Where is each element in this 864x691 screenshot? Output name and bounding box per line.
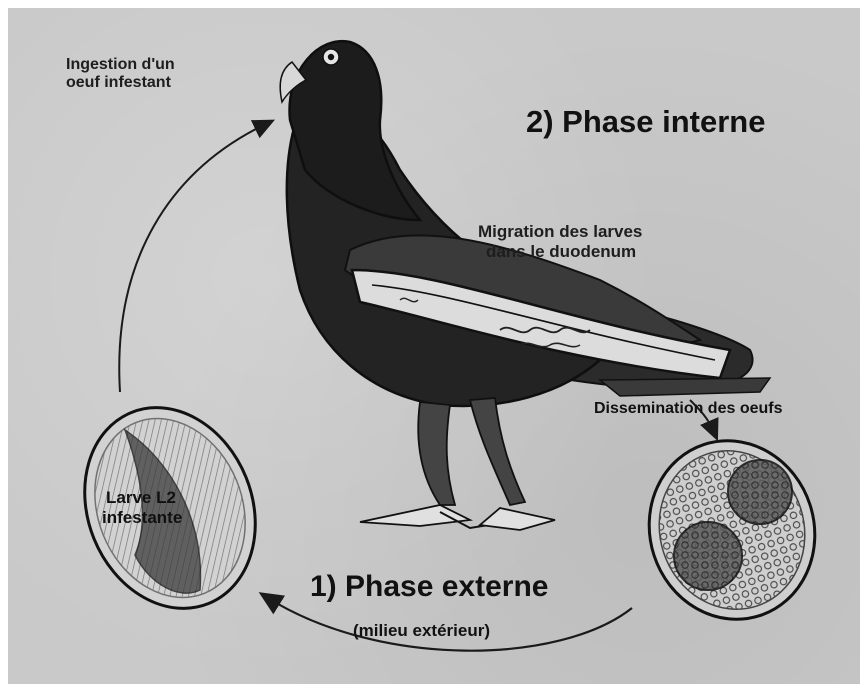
ingestion-arrow <box>119 124 266 392</box>
dissemination-label: Dissemination des oeufs <box>594 400 783 418</box>
phase-externe-title: 1) Phase externe <box>310 570 548 605</box>
milieu-exterieur-label: (milieu extérieur) <box>353 621 490 641</box>
larve-label: Larve L2 infestante <box>102 488 182 527</box>
migration-label-line-1: Migration des larves <box>478 222 642 242</box>
ingestion-label-line-1: Ingestion d'un <box>66 56 175 74</box>
ingestion-label: Ingestion d'un oeuf infestant <box>66 56 175 93</box>
migration-label: Migration des larves dans le duodenum <box>478 222 642 261</box>
phase-interne-title: 2) Phase interne <box>526 104 765 140</box>
larve-label-line-2: infestante <box>102 508 182 528</box>
eggs-illustration <box>626 419 838 641</box>
migration-label-line-2: dans le duodenum <box>478 242 642 262</box>
ingestion-label-line-2: oeuf infestant <box>66 74 175 92</box>
larve-label-line-1: Larve L2 <box>102 488 182 508</box>
